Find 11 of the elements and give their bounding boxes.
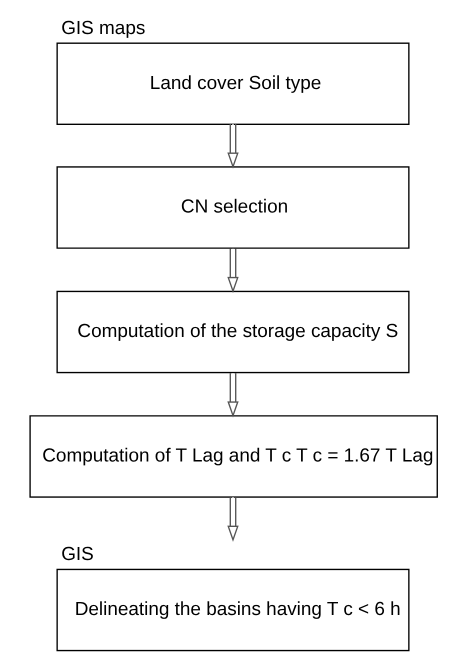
node-box: CN selection: [56, 166, 410, 249]
node-box: Computation of T Lag and T c T c = 1.67 T Lag: [29, 415, 438, 498]
node-label: GIS: [61, 544, 94, 566]
node-box: Computation of the storage capacity S: [56, 290, 410, 374]
node-box: Delineating the basins having T c < 6 h: [56, 568, 410, 652]
arrow: [227, 248, 239, 294]
node-label: GIS maps: [61, 18, 146, 39]
arrow: [227, 124, 239, 169]
arrow: [227, 373, 239, 418]
node-box: Land cover Soil type: [56, 42, 410, 126]
arrow: [227, 497, 239, 542]
